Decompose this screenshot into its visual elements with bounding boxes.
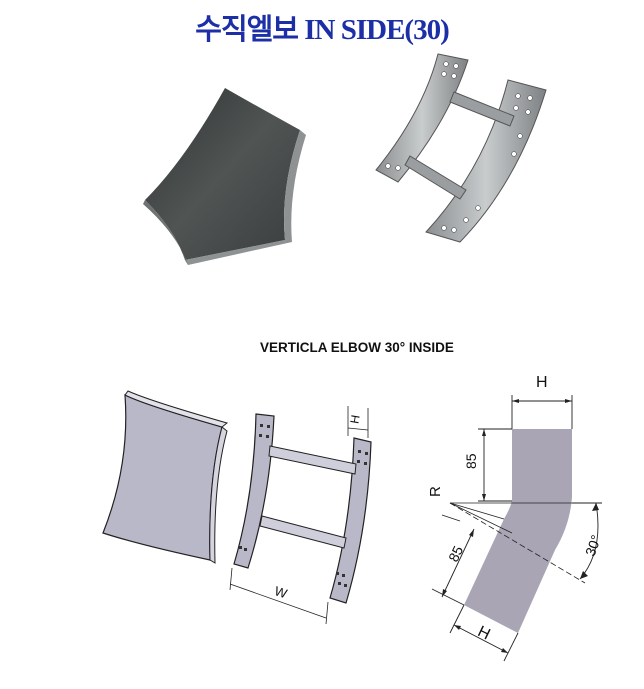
- cover-drawing: [102, 390, 229, 564]
- ladder-drawing: H W: [229, 406, 372, 625]
- drawing-subtitle: VERTICLA ELBOW 30° INSIDE: [260, 340, 454, 355]
- dim-label-angle: 30°: [582, 533, 604, 558]
- dim-label-h-small: H: [347, 414, 362, 425]
- section-drawing: H 85 R 30° 85 H: [427, 374, 604, 662]
- cover-photo: [143, 88, 306, 265]
- dim-label-r: R: [427, 486, 444, 497]
- dim-label-85-top: 85: [463, 453, 479, 469]
- dim-label-h-top: H: [536, 374, 548, 391]
- ladder-photo: [375, 53, 547, 243]
- dim-label-85-bottom: 85: [445, 543, 466, 564]
- dim-label-h-bottom: H: [475, 623, 493, 643]
- dim-label-w: W: [273, 583, 290, 601]
- page-title: 수직엘보 IN SIDE(30): [195, 14, 449, 46]
